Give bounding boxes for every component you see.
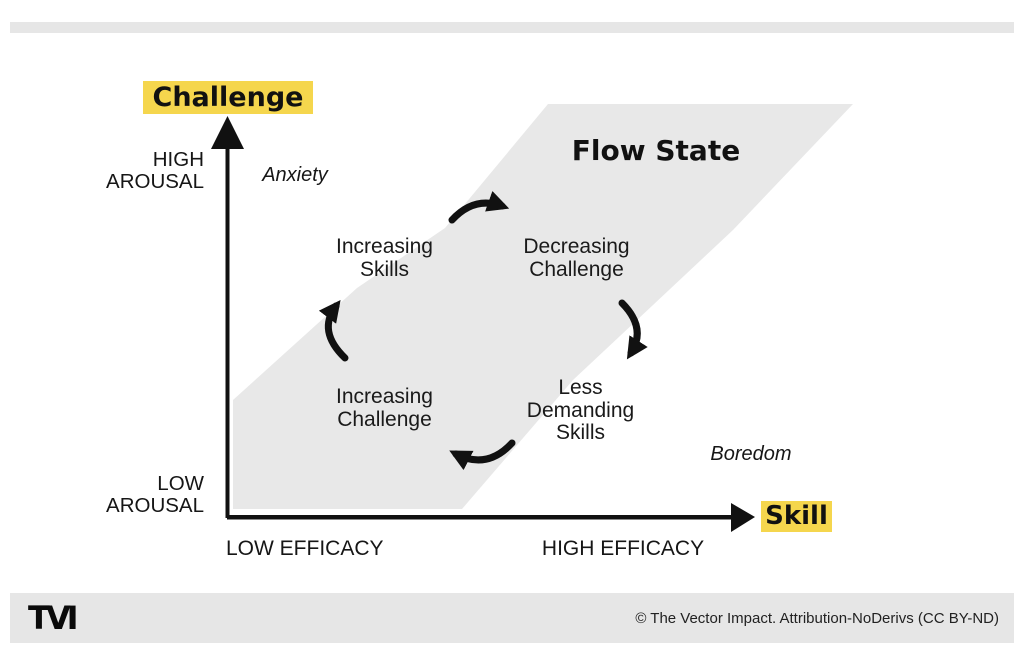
cycle-label-decreasing-challenge: Decreasing Challenge (523, 235, 630, 281)
curved-arrow-bottom-icon (449, 439, 516, 471)
x-axis-tick-high-efficacy: HIGH EFFICACY (541, 537, 705, 560)
y-axis-title: Challenge (143, 81, 313, 114)
top-divider-bar (10, 22, 1014, 33)
region-label-boredom: Boredom (710, 443, 792, 465)
x-axis (227, 503, 755, 532)
curved-arrow-left-icon (318, 299, 349, 362)
y-axis-tick-high-arousal: HIGH AROUSAL (106, 148, 204, 193)
footer-bar: TVI © The Vector Impact. Attribution-NoD… (10, 593, 1014, 643)
copyright-text: © The Vector Impact. Attribution-NoDeriv… (635, 609, 999, 627)
x-axis-tick-low-efficacy: LOW EFFICACY (226, 537, 384, 560)
flow-state-title: Flow State (571, 134, 741, 167)
tvi-logo: TVI (28, 599, 78, 637)
curved-arrow-top-icon (448, 191, 510, 224)
x-axis-title: Skill (761, 501, 832, 532)
y-axis (211, 116, 244, 518)
cycle-label-increasing-skills: Increasing Skills (336, 235, 433, 281)
region-label-anxiety: Anxiety (262, 164, 328, 186)
y-axis-arrow-icon (211, 116, 244, 149)
cycle-label-increasing-challenge: Increasing Challenge (336, 385, 433, 431)
cycle-label-less-demanding-skills: Less Demanding Skills (526, 376, 635, 444)
curved-arrow-right-icon (618, 299, 648, 360)
x-axis-arrow-icon (731, 503, 755, 532)
y-axis-tick-low-arousal: LOW AROUSAL (106, 472, 204, 517)
